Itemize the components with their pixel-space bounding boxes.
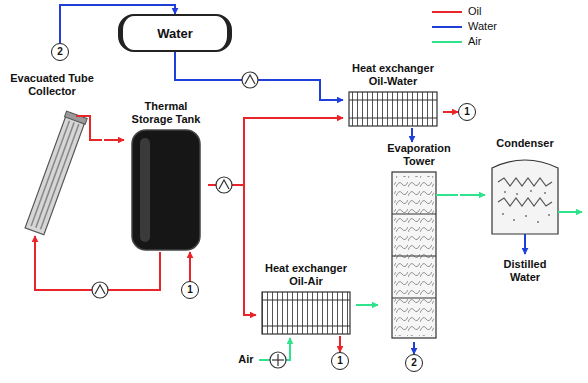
oil-line bbox=[339, 336, 341, 352]
connection-circle: 2 bbox=[51, 43, 69, 61]
condenser: Condenser bbox=[485, 137, 565, 237]
heat-exchanger-oil-water bbox=[349, 92, 437, 126]
node-label: Thermal Storage Tank bbox=[124, 100, 208, 126]
node-label: Condenser bbox=[496, 137, 553, 150]
air-duct bbox=[436, 194, 458, 196]
collector-outlet bbox=[76, 116, 102, 140]
heat-exchanger: Heat exchanger Oil-Air bbox=[256, 262, 356, 336]
node-label: Heat exchanger Oil-Water bbox=[343, 62, 443, 88]
node-label: Heat exchanger Oil-Air bbox=[256, 262, 356, 288]
legend-text: Air bbox=[468, 35, 481, 48]
node-label: 1 bbox=[464, 107, 470, 117]
storage-tank-body bbox=[132, 130, 200, 250]
water-line bbox=[175, 52, 343, 100]
heat-exchanger: Heat exchanger Oil-Water bbox=[343, 62, 443, 128]
oil-line bbox=[443, 111, 458, 113]
air-line bbox=[356, 304, 378, 306]
condenser-body bbox=[492, 160, 582, 254]
evaporation-tower-body bbox=[392, 172, 436, 338]
heat-exchanger-oil-air bbox=[262, 292, 350, 334]
node-label: 2 bbox=[57, 47, 63, 57]
node-label: Water bbox=[157, 27, 193, 40]
oil-line bbox=[189, 252, 191, 281]
connection-circle: 1 bbox=[331, 352, 349, 370]
flow-label: Air bbox=[232, 353, 260, 366]
oil-line bbox=[208, 118, 343, 185]
collector-panel bbox=[24, 111, 87, 235]
legend-text: Water bbox=[468, 20, 497, 33]
evaporation-tower: Evaporation Tower bbox=[378, 142, 460, 342]
connection-circle: 1 bbox=[458, 103, 476, 121]
air-inlet bbox=[259, 338, 290, 368]
storage-tank: Thermal Storage Tank bbox=[124, 100, 208, 252]
node-label: 2 bbox=[411, 358, 417, 368]
flow-label: Distilled Water bbox=[488, 258, 562, 284]
connection-circle: 1 bbox=[181, 281, 199, 299]
water-tank: Water bbox=[118, 14, 232, 52]
pump-symbol bbox=[92, 72, 258, 298]
connection-circle: 2 bbox=[405, 354, 423, 372]
node-label: 1 bbox=[187, 285, 193, 295]
node-label: Evaporation Tower bbox=[378, 142, 460, 168]
node-label: Evacuated Tube Collector bbox=[0, 72, 104, 98]
oil-line bbox=[208, 185, 256, 315]
solar-collector: Evacuated Tube Collector bbox=[0, 72, 104, 236]
node-label: 1 bbox=[337, 356, 343, 366]
oil-line bbox=[104, 139, 124, 141]
water-line bbox=[413, 342, 415, 354]
legend-text: Oil bbox=[468, 5, 481, 18]
legend-lines bbox=[432, 12, 462, 42]
water-line bbox=[411, 128, 413, 142]
air-line bbox=[460, 194, 485, 196]
